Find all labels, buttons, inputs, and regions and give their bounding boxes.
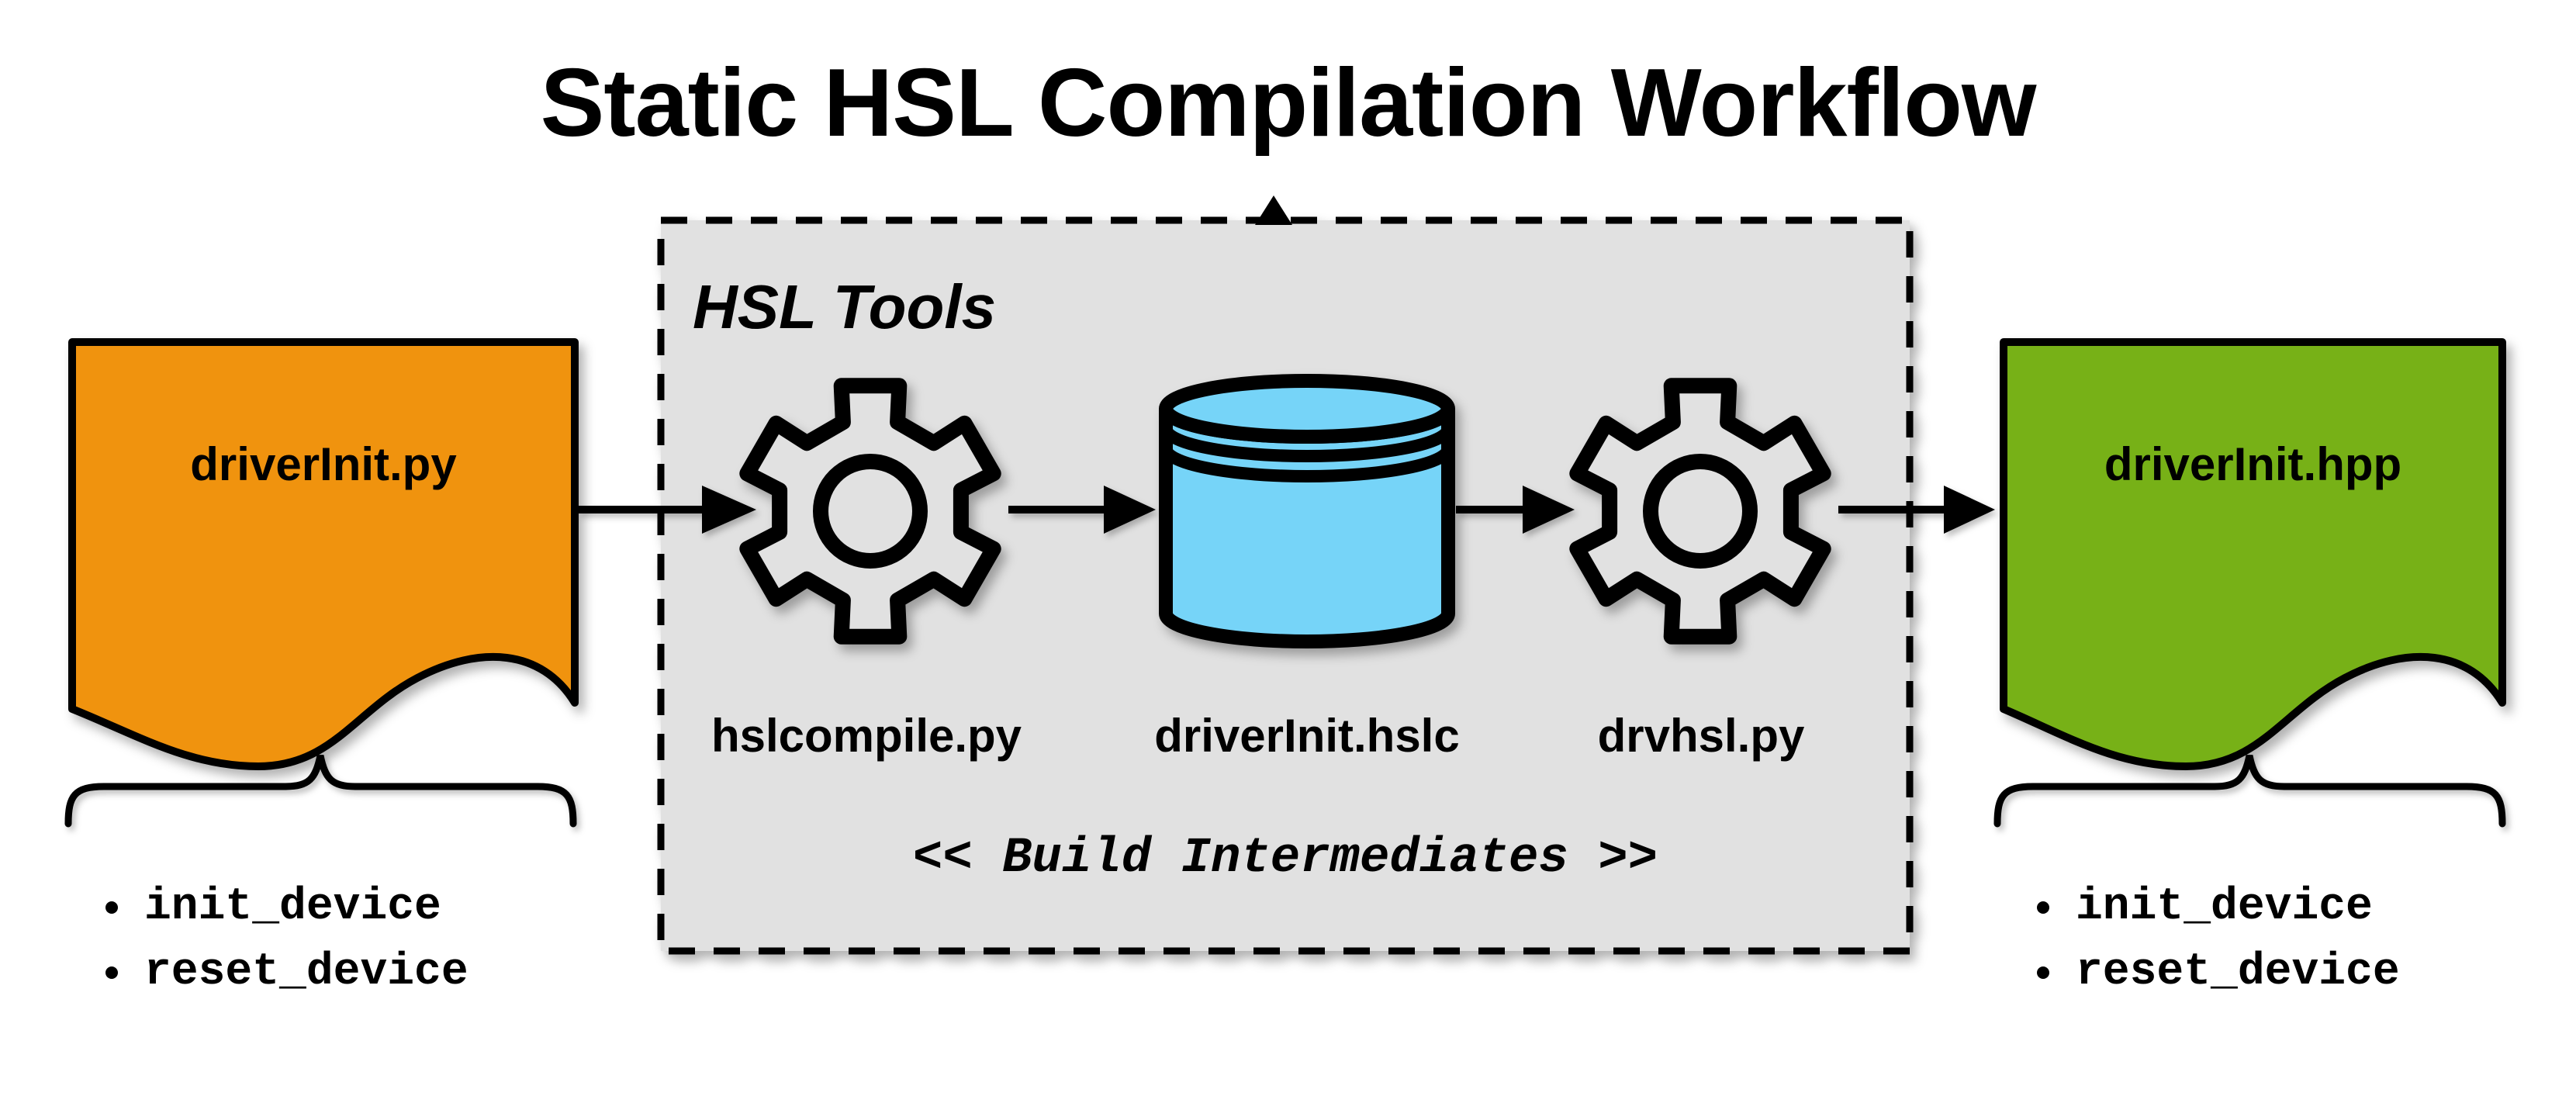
list-item: init_device [2037, 875, 2400, 940]
source-file-label: driverInit.py [190, 438, 457, 490]
function-name: reset_device [144, 947, 469, 998]
function-name: reset_device [2076, 947, 2400, 998]
database-top [1159, 374, 1455, 444]
box-up-arrowhead-icon [1255, 195, 1292, 225]
source-function-list: init_device reset_device [105, 875, 469, 1005]
compiler-label: hslcompile.py [711, 710, 1022, 762]
output-document-shape [2000, 338, 2506, 770]
output-brace [1993, 755, 2506, 828]
arrow-compiler-to-intermediate [1008, 486, 1156, 534]
source-document-shape [68, 338, 579, 770]
database-disk-line [1160, 427, 1454, 462]
bullet-icon [105, 966, 118, 979]
build-intermediates-caption: << Build Intermediates >> [912, 831, 1658, 887]
compiler-gear-icon [739, 378, 1001, 645]
output-file-label: driverInit.hpp [2104, 438, 2402, 490]
flow-arrows [579, 486, 1995, 534]
gear-hub [1643, 454, 1758, 569]
braces [64, 755, 2506, 828]
intermediate-file-label: driverInit.hslc [1154, 710, 1460, 762]
generator-gear-icon [1569, 378, 1831, 645]
list-item: reset_device [2037, 940, 2400, 1005]
database-disk-line [1160, 447, 1454, 482]
source-brace [64, 755, 577, 828]
gear-outline [1569, 378, 1831, 645]
gear-outline [739, 378, 1001, 645]
function-name: init_device [2076, 882, 2373, 932]
bullet-icon [2037, 966, 2049, 979]
generator-label: drvhsl.py [1597, 710, 1805, 762]
output-function-list: init_device reset_device [2037, 875, 2400, 1005]
arrow-source-to-compiler [579, 486, 756, 534]
database-icon [1159, 374, 1455, 648]
list-item: reset_device [105, 940, 469, 1005]
function-name: init_device [144, 882, 441, 932]
gear-hub [813, 454, 928, 569]
diagram-title: Static HSL Compilation Workflow [540, 50, 2037, 157]
bullet-icon [2037, 901, 2049, 914]
arrow-intermediate-to-generator [1456, 486, 1575, 534]
bullet-icon [105, 901, 118, 914]
arrow-generator-to-output [1838, 486, 1995, 534]
hsl-tools-label: HSL Tools [693, 272, 997, 341]
list-item: init_device [105, 875, 469, 940]
